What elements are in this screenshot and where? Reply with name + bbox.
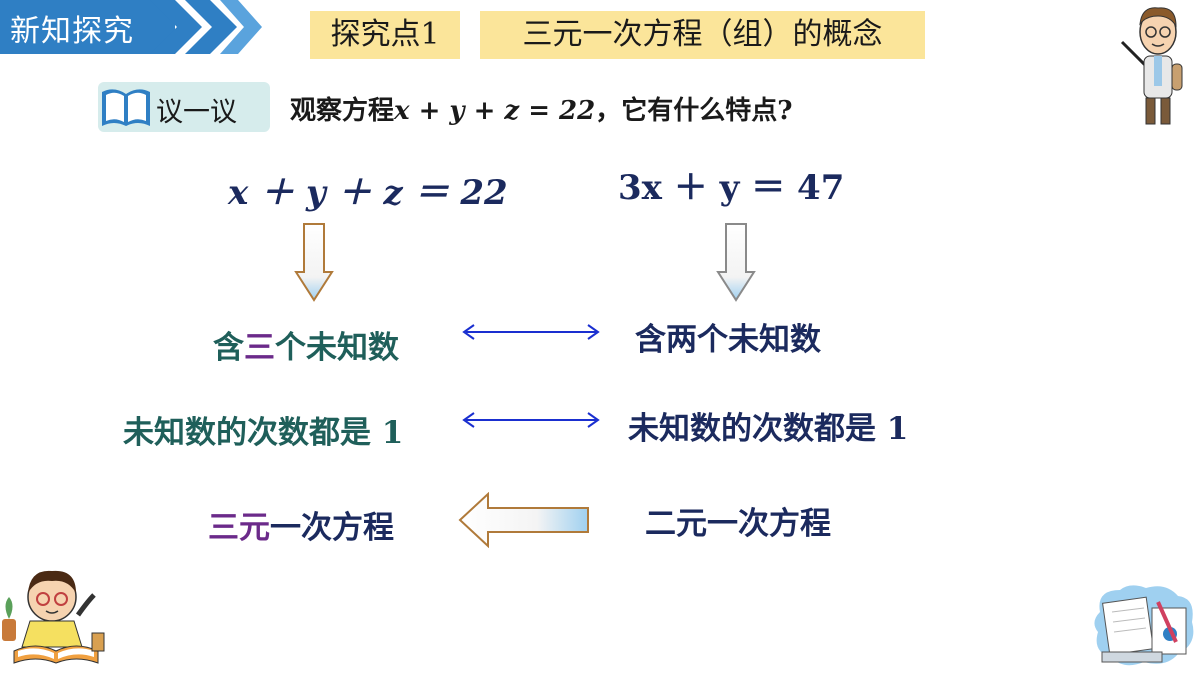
left-equation: x ＋ y ＋ z ＝ 22 <box>228 173 508 213</box>
discuss-box: 议一议 <box>98 82 270 132</box>
double-arrow-icon <box>462 324 600 340</box>
topic-box: 探究点1 <box>310 11 460 59</box>
right-equation: 3x ＋ y ＝ 47 <box>618 168 845 208</box>
question-text: 观察方程x + y + z = 22，它有什么特点? <box>290 90 793 127</box>
topic-label: 探究点1 <box>330 17 440 52</box>
down-arrow-icon <box>294 223 334 302</box>
teacher-illustration <box>1120 7 1183 125</box>
title-box: 三元一次方程（组）的概念 <box>480 11 925 59</box>
student-reading-illustration <box>2 570 105 664</box>
question-equation: x + y + z = 22 <box>394 96 596 126</box>
chevron-decoration-icon <box>150 0 262 54</box>
question-prefix: 观察方程 <box>290 96 395 126</box>
section-label: 新知探究 <box>10 14 134 49</box>
page-title: 三元一次方程（组）的概念 <box>522 17 883 52</box>
right-feature-2: 未知数的次数都是 1 <box>628 411 909 447</box>
left-arrow-icon <box>458 492 589 548</box>
right-result: 二元一次方程 <box>645 506 831 542</box>
right-feature-1: 含两个未知数 <box>635 322 821 358</box>
double-arrow-icon <box>462 412 600 428</box>
left-feature-2: 未知数的次数都是 1 <box>123 415 404 451</box>
question-suffix: ，它有什么特点? <box>595 96 793 126</box>
left-feature-1: 含三个未知数 <box>213 330 399 366</box>
left-result: 三元一次方程 <box>208 510 394 546</box>
section-banner: 新知探究 <box>0 0 175 54</box>
book-icon <box>102 89 150 126</box>
discuss-label: 议一议 <box>156 97 237 128</box>
math-notebook-illustration <box>1094 585 1194 666</box>
down-arrow-icon <box>716 223 756 302</box>
